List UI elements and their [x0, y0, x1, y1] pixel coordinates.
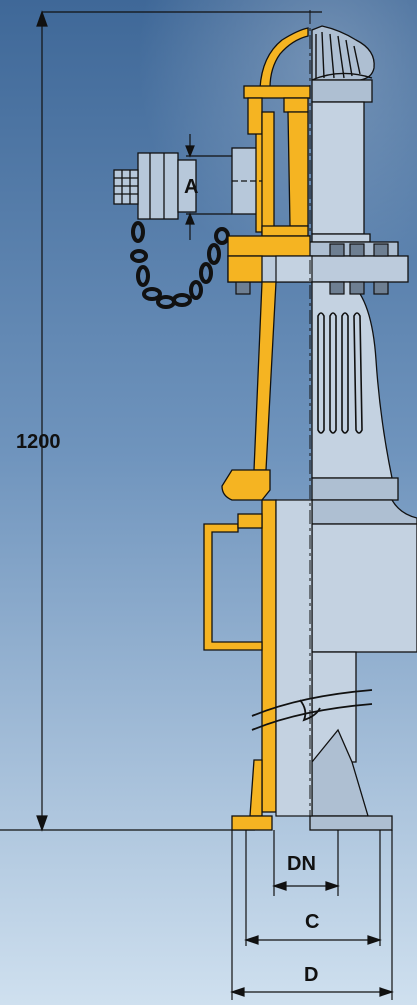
- barrel-flutes: [317, 312, 363, 434]
- hydrant-section: [203, 27, 311, 831]
- hydrant-elevation: [227, 25, 417, 831]
- dn-label: DN: [287, 853, 316, 875]
- dn-dimension: [272, 881, 340, 891]
- c-label: C: [305, 911, 319, 933]
- d-dimension: [230, 987, 394, 997]
- outlet-dimension: [185, 134, 232, 240]
- dome-ribs: [311, 31, 373, 81]
- valve-stem: [275, 10, 313, 830]
- break-lines: [251, 689, 373, 731]
- height-label: 1200: [16, 431, 61, 453]
- flange-bolts: [235, 243, 389, 295]
- c-dimension: [244, 935, 382, 945]
- outlet-label: A: [184, 176, 198, 198]
- height-dimension: [0, 10, 322, 832]
- outlet-cap: [113, 152, 197, 220]
- chain: [130, 221, 230, 309]
- base-dimension-extensions: [231, 830, 393, 1000]
- d-label: D: [304, 964, 318, 986]
